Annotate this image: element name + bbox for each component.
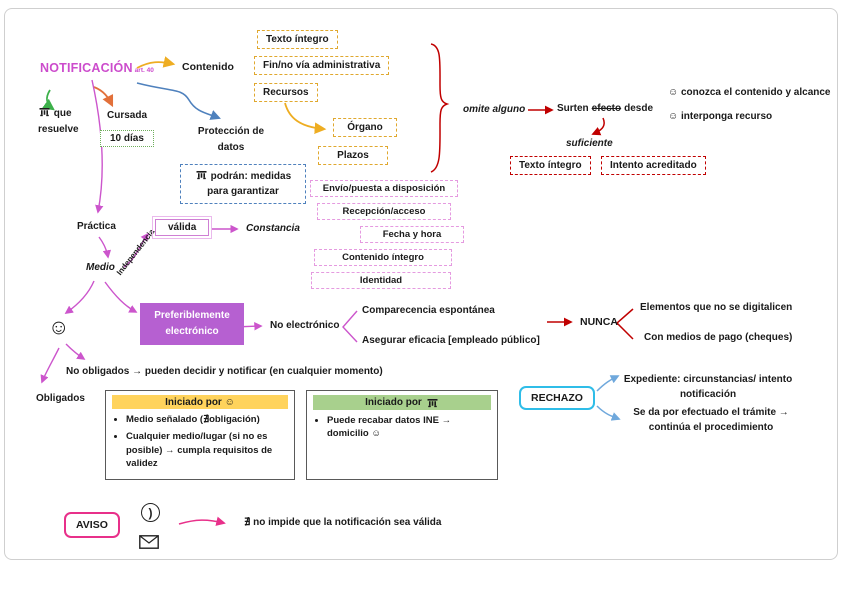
label-obligados: Obligados	[36, 393, 85, 404]
node-no-electronico: No electrónico	[270, 320, 340, 331]
box-texto-integro-suficiente: Texto íntegro	[510, 156, 591, 175]
administration-icon	[196, 171, 207, 180]
title-text: NOTIFICACIÓN	[40, 61, 133, 75]
podran-label: podrán: medidas para garantizar	[207, 171, 292, 197]
administration-icon	[427, 398, 438, 407]
bullet-cualquier-medio: Cualquier medio/lugar (si no es posible)…	[126, 430, 276, 470]
label-asegurar-eficacia: Asegurar eficacia [empleado público]	[362, 335, 540, 346]
administration-icon	[39, 108, 50, 117]
node-nunca: NUNCA	[580, 316, 618, 328]
box-identidad: Identidad	[311, 272, 451, 289]
box-fin-via: Fin/no vía administrativa	[254, 56, 390, 75]
box-recepcion-acceso: Recepción/acceso	[317, 203, 451, 220]
smiley-icon: ☺	[48, 316, 70, 339]
admin-bullets: Puede recabar datos INE → domicilio ☺	[327, 414, 497, 441]
box-preferiblemente-electronico: Preferiblemente electrónico	[140, 303, 244, 345]
interesado-header-label: Iniciado por ☺	[165, 396, 235, 408]
box-valida: válida	[151, 216, 213, 239]
label-expediente: Expediente: circunstancias/ intento noti…	[623, 374, 793, 400]
label-aviso-note: ∄ no impide que la notificación sea váli…	[244, 517, 442, 528]
box-aviso: AVISO	[64, 512, 120, 538]
surten-pre: Surten	[557, 103, 589, 114]
box-envio-disposicion: Envío/puesta a disposición	[310, 180, 458, 197]
box-10-dias: 10 días	[100, 130, 154, 147]
label-medios-pago: Con medios de pago (cheques)	[644, 332, 793, 343]
node-practica: Práctica	[77, 221, 116, 232]
label-no-digitalicen: Elementos que no se digitalicen	[640, 302, 793, 313]
label-conozca: ☺ conozca el contenido y alcance	[668, 87, 831, 98]
label-tramite-continua: Se da por efectuado el trámite → continú…	[633, 407, 789, 433]
panel-header-admin: Iniciado por	[313, 395, 491, 410]
title-article-ref: art. 40	[134, 67, 154, 74]
node-cursada: Cursada	[107, 110, 148, 121]
box-texto-integro: Texto íntegro	[257, 30, 338, 49]
box-recursos: Recursos	[254, 83, 318, 102]
label-no-obligados: No obligados → pueden decidir y notifica…	[66, 366, 383, 377]
node-que-resuelve: que resuelve	[38, 106, 98, 138]
box-plazos: Plazos	[318, 146, 388, 165]
panel-iniciado-admin: Iniciado por Puede recabar datos INE → d…	[306, 390, 498, 480]
label-suficiente: suficiente	[566, 138, 613, 149]
page-border	[4, 8, 838, 560]
box-contenido-integro: Contenido íntegro	[314, 249, 452, 266]
surten-strike: efecto	[591, 103, 622, 114]
bullet-recabar-ine: Puede recabar datos INE → domicilio ☺	[327, 414, 467, 441]
bullet-medio-senalado: Medio señalado (∄obligación)	[126, 413, 294, 426]
node-constancia: Constancia	[246, 223, 300, 234]
panel-iniciado-interesado: Iniciado por ☺ Medio señalado (∄obligaci…	[105, 390, 295, 480]
label-interponga: ☺ interponga recurso	[668, 111, 773, 122]
phone-icon: )	[141, 503, 160, 522]
interesado-bullets: Medio señalado (∄obligación) Cualquier m…	[126, 413, 294, 470]
node-medio: Medio	[86, 262, 115, 273]
label-omite-alguno: omite alguno	[463, 104, 526, 115]
surten-post: desde	[624, 103, 654, 114]
node-proteccion-datos: Protección de datos	[197, 126, 265, 153]
admin-header-label: Iniciado por	[365, 397, 422, 408]
node-contenido: Contenido	[182, 61, 234, 73]
label-comparecencia: Comparecencia espontánea	[362, 305, 495, 316]
box-fecha-hora: Fecha y hora	[360, 226, 464, 243]
envelope-icon	[139, 535, 159, 549]
box-intento-acreditado: Intento acreditado	[601, 156, 706, 175]
box-rechazo: RECHAZO	[519, 386, 595, 410]
box-organo: Órgano	[333, 118, 397, 137]
que-resuelve-label: que resuelve	[38, 108, 79, 135]
box-podran-medidas: podrán: medidas para garantizar	[180, 164, 306, 204]
panel-header-interesado: Iniciado por ☺	[112, 395, 288, 409]
